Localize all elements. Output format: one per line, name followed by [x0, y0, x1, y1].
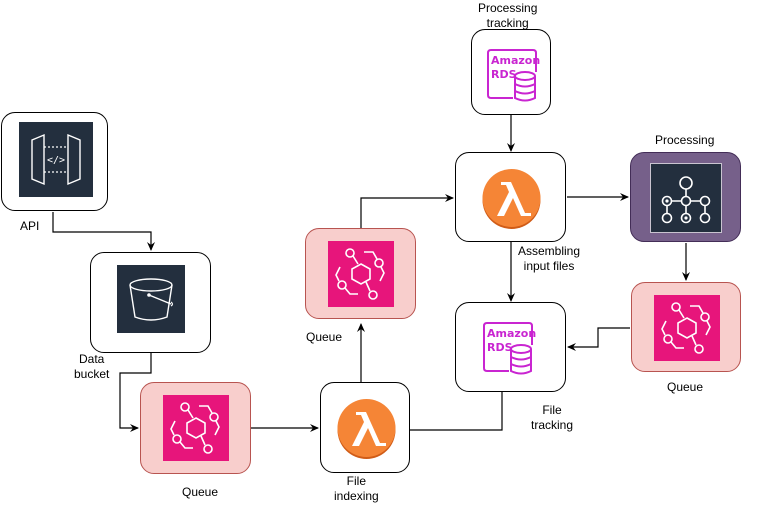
eventbridge-icon	[163, 395, 229, 461]
step-functions-icon	[650, 163, 722, 233]
edge-api-to-bucket	[52, 212, 155, 251]
queue-right-node[interactable]	[631, 282, 741, 372]
assembling-input-files-node[interactable]	[455, 152, 566, 242]
queue-middle-label: Queue	[306, 330, 343, 344]
file-indexing-label-line1: File	[346, 474, 367, 488]
file-tracking-label-line2: tracking	[531, 418, 574, 432]
assembling-label-line1: Assembling	[518, 244, 581, 258]
eventbridge-icon	[328, 241, 394, 307]
rds-icon: Amazon RDS	[486, 48, 540, 104]
rds-icon-text-amazon: Amazon	[491, 54, 540, 67]
data-bucket-node[interactable]	[90, 252, 211, 353]
file-tracking-label: File tracking	[531, 403, 573, 433]
queue-bottom-label: Queue	[182, 485, 219, 499]
lambda-icon	[336, 398, 397, 459]
assembling-label: Assembling input files	[518, 244, 580, 274]
api-label: API	[20, 219, 40, 233]
eventbridge-icon	[654, 295, 720, 361]
queue-right-label: Queue	[667, 380, 704, 394]
processing-label: Processing	[655, 133, 715, 147]
file-tracking-label-line1: File	[542, 403, 562, 417]
data-bucket-label-line1: Data	[79, 352, 105, 366]
edge-bucket-to-queue	[119, 353, 152, 432]
api-gateway-node[interactable]: </>	[1, 112, 108, 211]
api-gateway-icon: </>	[19, 122, 93, 197]
processing-tracking-label-line2: tracking	[486, 16, 529, 30]
assembling-label-line2: input files	[523, 259, 575, 273]
file-indexing-label: File indexing	[334, 474, 379, 504]
queue-middle-node[interactable]	[305, 228, 416, 319]
lambda-icon	[481, 168, 542, 229]
processing-tracking-label-line1: Processing	[478, 1, 538, 15]
processing-tracking-label: Processing tracking	[478, 1, 537, 31]
data-bucket-label-line2: bucket	[74, 367, 110, 381]
s3-bucket-icon	[117, 265, 185, 333]
processing-node[interactable]	[630, 152, 741, 242]
file-indexing-label-line2: indexing	[334, 489, 379, 503]
file-indexing-node[interactable]	[320, 382, 410, 473]
edge-queuemid-to-assembling	[360, 194, 454, 228]
processing-tracking-node[interactable]: Amazon RDS	[471, 29, 551, 115]
rds-icon-text-amazon: Amazon	[487, 327, 536, 340]
file-tracking-node[interactable]: Amazon RDS	[455, 302, 566, 392]
rds-icon-text-rds: RDS	[491, 68, 517, 81]
data-bucket-label: Data bucket	[74, 352, 109, 382]
rds-icon-text-rds: RDS	[487, 341, 513, 354]
rds-icon: Amazon RDS	[482, 321, 536, 377]
svg-text:</>: </>	[47, 155, 65, 166]
edge-queueright-to-filetracking	[567, 327, 630, 351]
queue-bottom-node[interactable]	[140, 382, 251, 474]
